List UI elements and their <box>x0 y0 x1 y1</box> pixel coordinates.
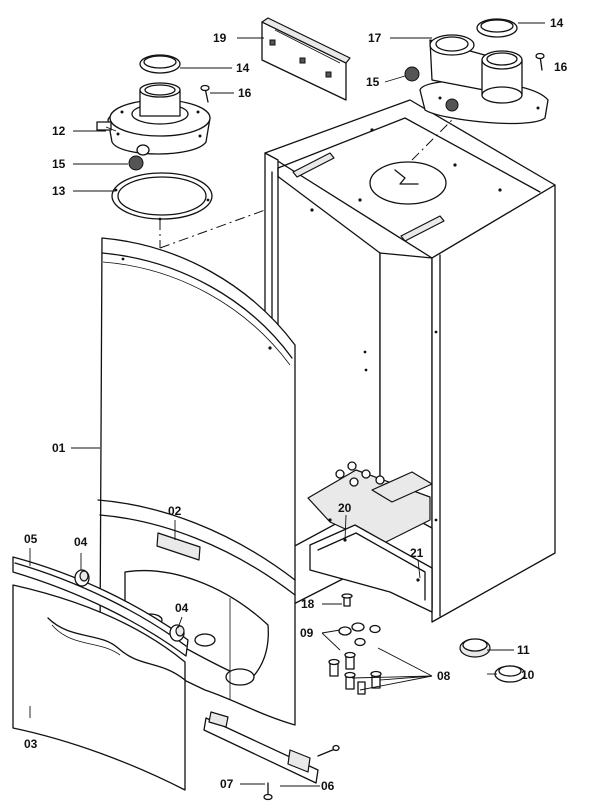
seal-10 <box>494 665 526 683</box>
label-06: 06 <box>321 779 335 793</box>
twin-flue-17 <box>411 34 549 161</box>
label-07: 07 <box>220 777 234 791</box>
fitting-18 <box>341 593 353 607</box>
label-18: 18 <box>301 597 315 611</box>
label-02: 02 <box>168 504 182 518</box>
screw-07 <box>263 782 273 801</box>
cap-11 <box>459 638 491 658</box>
label-16-right: 16 <box>554 60 568 74</box>
connectors-08 <box>328 651 382 695</box>
leader-lines <box>29 22 545 787</box>
label-20: 20 <box>338 501 352 515</box>
front-panel <box>97 237 296 726</box>
flue-ring-14-left <box>139 54 181 74</box>
label-13: 13 <box>52 184 66 198</box>
lower-door <box>12 584 186 791</box>
label-05: 05 <box>24 532 38 546</box>
washers-09 <box>338 622 381 647</box>
label-10: 10 <box>521 668 535 682</box>
label-03: 03 <box>24 737 38 751</box>
centre-line-right <box>411 119 453 161</box>
label-21: 21 <box>410 546 424 560</box>
plug-15-right <box>404 66 459 112</box>
label-19: 19 <box>213 31 227 45</box>
label-17: 17 <box>368 31 382 45</box>
label-14-left: 14 <box>236 61 250 75</box>
plug-15-left <box>128 144 150 171</box>
label-16-left: 16 <box>238 86 252 100</box>
label-04-right: 04 <box>175 601 189 615</box>
screw-16-right <box>535 52 545 71</box>
wall-bracket-19 <box>261 17 351 101</box>
part-numbers: 01 02 03 04 04 05 06 07 08 09 10 11 12 1… <box>24 16 568 793</box>
label-14-right: 14 <box>550 16 564 30</box>
knob-left <box>74 569 90 587</box>
label-01: 01 <box>52 441 66 455</box>
label-12: 12 <box>52 124 66 138</box>
screw-16-left <box>200 84 210 103</box>
knob-right <box>169 624 185 642</box>
label-08: 08 <box>437 669 451 683</box>
bottom-trim <box>203 711 319 784</box>
flue-adaptor-12 <box>96 82 211 155</box>
label-09: 09 <box>300 626 314 640</box>
gasket-13 <box>111 172 213 221</box>
boiler-casing <box>264 99 556 623</box>
label-11: 11 <box>517 643 530 657</box>
label-15-left: 15 <box>52 157 66 171</box>
centre-line-left-2 <box>159 209 266 249</box>
screw-bottom-trim <box>317 744 340 757</box>
label-15-right: 15 <box>366 75 380 89</box>
label-04-left: 04 <box>74 535 88 549</box>
flue-ring-14-right <box>476 18 518 38</box>
